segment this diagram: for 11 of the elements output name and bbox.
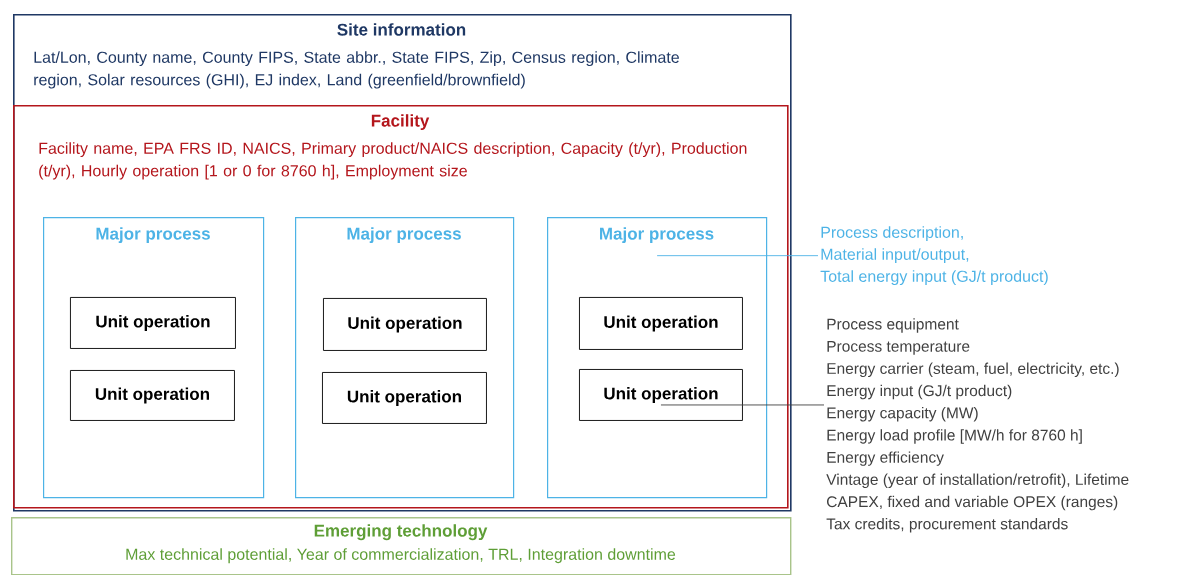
unit-operation-box: Unit operation xyxy=(579,369,743,421)
unit-operation-box: Unit operation xyxy=(70,297,236,349)
technology-panel: Emerging technology Max technical potential, Year of commercialization, TRL, Integration downtime xyxy=(11,517,792,575)
leader-line xyxy=(660,404,825,406)
attribute-list: Process equipment Process temperature Energy carrier (steam, fuel, electricity, etc.) Energy input (GJ/t product) Energy capacity (MW) Energy load profile [MW/h for 8760 h] Energy efficiency Vintage (year of installation/retrofit), Lifetime CAPEX, fixed and variable OPEX (ranges) Tax credits, procurement standards xyxy=(826,318,1129,533)
unit-operation-box: Unit operation xyxy=(579,297,743,350)
annotation-text: Process description, Material input/output, Total energy input (GJ/t product) xyxy=(820,226,1048,286)
unit-operation-box: Unit operation xyxy=(323,298,487,351)
unit-operation-box: Unit operation xyxy=(70,370,235,421)
unit-operation-box: Unit operation xyxy=(322,372,487,424)
leader-line xyxy=(656,255,819,257)
